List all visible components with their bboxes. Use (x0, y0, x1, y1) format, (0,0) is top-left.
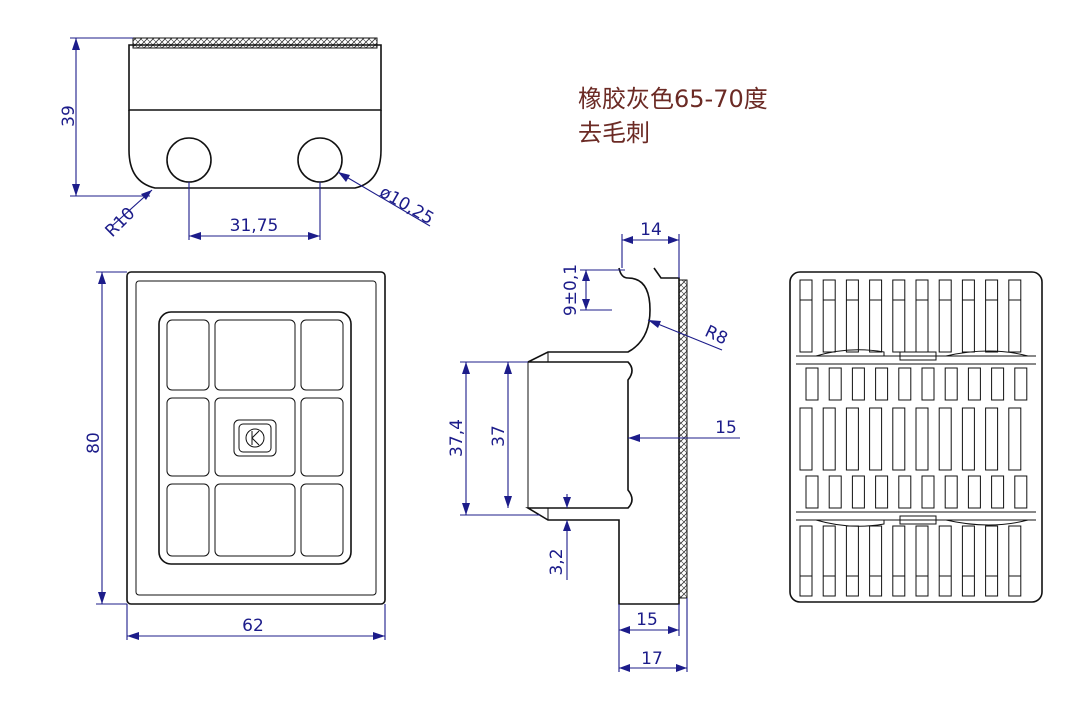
pattern-rib (967, 475, 981, 509)
top-block-outline (128, 44, 382, 111)
dim-text-hole-spacing: 31,75 (230, 216, 279, 236)
pattern-rib (875, 475, 889, 509)
pattern-rib (822, 279, 836, 353)
brand-logo (233, 419, 277, 457)
pattern-rib (961, 279, 975, 353)
pattern-rib (851, 475, 865, 509)
note-deburr: 去毛刺 (578, 119, 650, 147)
pattern-rib (875, 367, 889, 401)
pattern-rib (799, 279, 813, 353)
dim-text-offset: 15 (715, 418, 737, 438)
pad-area (158, 311, 352, 565)
pad-pattern-view (789, 271, 1043, 603)
dim-text-hole-diameter: ø10,25 (376, 182, 437, 229)
pattern-rib (822, 525, 836, 597)
pattern-rib (1008, 525, 1022, 597)
pattern-rib (985, 407, 999, 471)
dim-text-39: 39 (59, 105, 79, 127)
pattern-rib (921, 367, 935, 401)
pad-cells (166, 319, 344, 557)
pattern-rib (1014, 367, 1028, 401)
pattern-rib (944, 367, 958, 401)
pattern-rib (967, 367, 981, 401)
dim-text-lip: 3,2 (547, 548, 567, 575)
mounting-hole-right (297, 137, 343, 183)
pattern-rib (845, 279, 859, 353)
pattern-rib (898, 367, 912, 401)
pattern-rib (1008, 407, 1022, 471)
dim-text-bottom-outer: 17 (641, 649, 663, 669)
dim-text-14: 14 (640, 220, 662, 240)
pattern-rib (869, 407, 883, 471)
pattern-rib (961, 407, 975, 471)
pattern-rib (938, 279, 952, 353)
plan-outer-outline (126, 271, 386, 605)
lower-body-outline (128, 110, 382, 189)
dim-text-inner-height: 37 (489, 425, 509, 447)
pattern-rib (1014, 475, 1028, 509)
pattern-rib (915, 279, 929, 353)
pattern-rib (985, 279, 999, 353)
pattern-rib (845, 407, 859, 471)
pattern-rib (892, 279, 906, 353)
pattern-rib (799, 525, 813, 597)
pattern-rib (915, 407, 929, 471)
pattern-ribs (799, 279, 1028, 597)
front-elevation-view: 39 R10 31,75 ø10,25 (59, 37, 437, 242)
pattern-rib (805, 367, 819, 401)
pattern-outline (789, 271, 1043, 603)
note-material: 橡胶灰色65-70度 (578, 85, 768, 113)
pattern-rib (822, 407, 836, 471)
pattern-rib (1008, 279, 1022, 353)
dim-text-r10: R10 (102, 204, 140, 242)
dim-text-62: 62 (242, 616, 264, 636)
pattern-rib (961, 525, 975, 597)
dim-text-80: 80 (84, 432, 104, 454)
pattern-rib (985, 525, 999, 597)
pattern-rib (915, 525, 929, 597)
pattern-rib (799, 407, 813, 471)
side-section-view: 14 9±0,1 R8 37,4 37 15 3,2 (447, 220, 740, 672)
pattern-rib (828, 367, 842, 401)
pattern-rib (869, 525, 883, 597)
pattern-rib (805, 475, 819, 509)
mounting-hole-left (166, 137, 212, 183)
plan-view: 80 62 (84, 271, 386, 640)
pattern-rib (898, 475, 912, 509)
pattern-rib (892, 525, 906, 597)
plan-inner-outline (135, 280, 377, 596)
dim-text-notch-depth: 9±0,1 (561, 264, 581, 316)
dim-text-bottom-inner: 15 (636, 610, 658, 630)
dim-text-outer-height: 37,4 (447, 419, 467, 457)
pattern-rib (944, 475, 958, 509)
dim-text-r8: R8 (702, 322, 731, 350)
pattern-rib (869, 279, 883, 353)
pattern-rib (845, 525, 859, 597)
pattern-rib (938, 407, 952, 471)
pattern-rib (851, 367, 865, 401)
pattern-rib (991, 367, 1005, 401)
pattern-rib (828, 475, 842, 509)
side-grip-hatch (678, 279, 688, 599)
pattern-rib (991, 475, 1005, 509)
grip-surface-hatch (132, 37, 378, 49)
pattern-rib (921, 475, 935, 509)
pattern-rib (892, 407, 906, 471)
pattern-rib (938, 525, 952, 597)
